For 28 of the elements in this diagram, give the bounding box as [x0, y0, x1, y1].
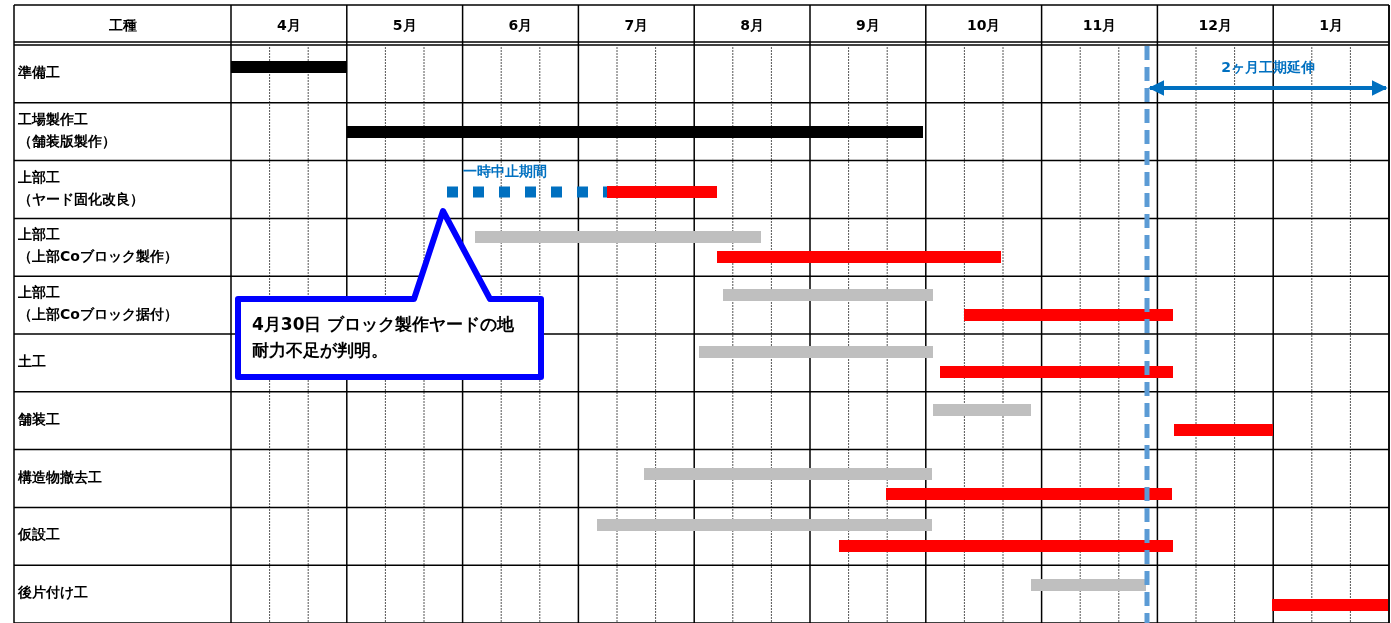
month-header: 7月 — [623, 16, 650, 34]
task-name: 上部工 — [18, 225, 60, 244]
task-name: （上部Coブロック据付） — [18, 305, 178, 324]
month-header: 8月 — [739, 16, 765, 34]
month-header: 9月 — [855, 16, 881, 34]
task-name: 土工 — [18, 351, 46, 370]
task-name: 工場製作工 — [18, 109, 88, 128]
period-note: 一時中止期間 — [463, 162, 547, 180]
month-header: 11月 — [1081, 16, 1118, 34]
column-header: 工種 — [107, 16, 138, 34]
callout-bubble — [234, 205, 545, 381]
task-name: 上部工 — [18, 283, 60, 302]
task-name: 舗装工 — [18, 409, 60, 428]
month-header: 10月 — [965, 16, 1002, 34]
task-name: 構造物撤去工 — [18, 467, 102, 486]
task-name: 上部工 — [18, 167, 60, 186]
month-header: 1月 — [1318, 16, 1344, 34]
month-header: 4月 — [276, 16, 302, 34]
month-header: 6月 — [507, 16, 534, 34]
month-header: 5月 — [391, 16, 418, 34]
task-name: 仮設工 — [18, 525, 60, 544]
task-name: （舗装版製作） — [18, 131, 116, 150]
task-name: 後片付け工 — [18, 583, 88, 602]
task-name: 準備工 — [18, 62, 60, 81]
task-name: （上部Coブロック製作） — [18, 247, 178, 266]
task-name: （ヤード固化改良） — [18, 189, 144, 208]
callout-text: 4月30日 ブロック製作ヤードの地耐力不足が判明。 — [252, 313, 516, 362]
month-header: 12月 — [1197, 16, 1234, 34]
